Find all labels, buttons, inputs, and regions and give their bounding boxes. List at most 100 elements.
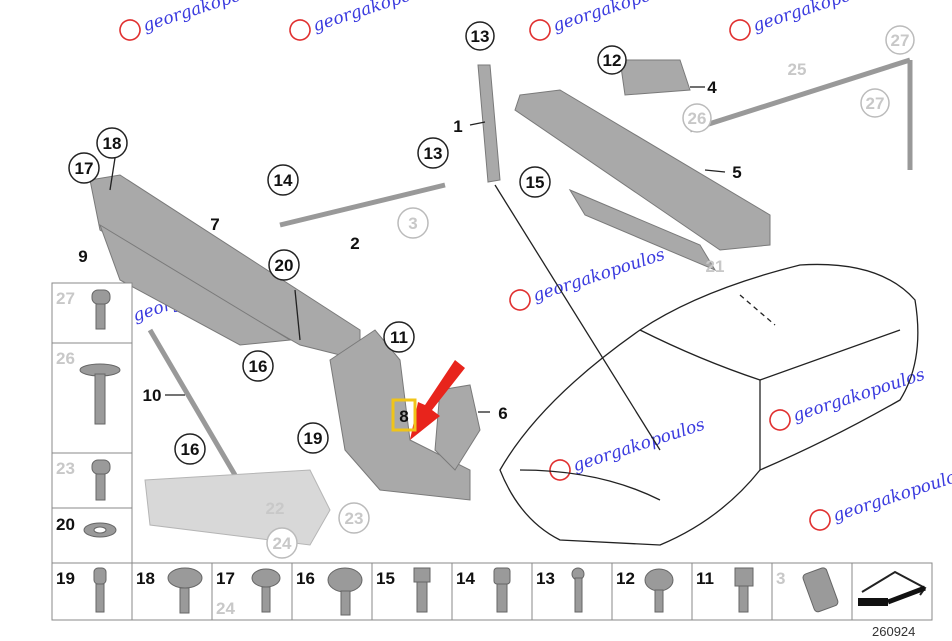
svg-text:georgakopoulos: georgakopoulos: [551, 0, 688, 36]
callouts: 13 1 12 4 25 27 26 27 13 15 5 14 18 17 3…: [68, 21, 915, 559]
svg-text:georgakopoulos: georgakopoulos: [791, 365, 928, 427]
callout-6: 6: [498, 404, 507, 423]
strut-rod: [147, 64, 501, 477]
fastener-label: 26: [56, 349, 75, 368]
svg-text:18: 18: [103, 134, 122, 153]
fastener-label: 11: [696, 569, 714, 588]
fastener-label: 17: [216, 569, 235, 588]
svg-text:16: 16: [249, 357, 268, 376]
next-page-arrow-icon[interactable]: [858, 570, 927, 606]
svg-text:25: 25: [788, 60, 807, 79]
callout-15: 15: [519, 166, 551, 198]
lower-bracket: [144, 469, 331, 546]
fastener-label: 20: [56, 515, 75, 534]
callout-3: 3: [397, 207, 429, 239]
left-fastener-column: 27 26 23 20: [51, 282, 133, 564]
callout-12: 12: [597, 45, 627, 75]
svg-text:12: 12: [603, 51, 622, 70]
callout-25: 25: [788, 60, 807, 79]
svg-text:27: 27: [866, 94, 885, 113]
svg-text:9: 9: [78, 247, 87, 266]
fastener-label: 24: [216, 599, 235, 618]
watermark: georgakopoulos: [509, 245, 668, 311]
upper-support-rail: [514, 57, 913, 272]
svg-text:georgakopoulos: georgakopoulos: [311, 0, 448, 36]
watermark: georgakopoulos: [729, 0, 888, 41]
svg-text:16: 16: [181, 440, 200, 459]
callout-23: 23: [338, 502, 370, 534]
callout-13b: 13: [417, 137, 449, 169]
svg-text:7: 7: [210, 215, 219, 234]
watermark: georgakopoulos: [289, 0, 448, 41]
svg-text:23: 23: [345, 509, 364, 528]
diagram-code: 260924: [872, 624, 915, 639]
callout-13: 13: [465, 21, 495, 51]
watermark: georgakopoulos: [529, 0, 688, 41]
callout-5: 5: [732, 163, 741, 182]
callout-14: 14: [267, 164, 299, 196]
svg-text:georgakopoulos: georgakopoulos: [141, 0, 278, 36]
fastener-label: 19: [56, 569, 75, 588]
svg-text:22: 22: [266, 499, 285, 518]
callout-7: 7: [210, 215, 219, 234]
fastener-label: 13: [536, 569, 555, 588]
fastener-label: 3: [776, 569, 785, 588]
svg-text:4: 4: [707, 78, 717, 97]
fastener-label: 23: [56, 459, 75, 478]
svg-text:10: 10: [143, 386, 162, 405]
callout-27a: 27: [885, 25, 915, 55]
svg-text:georgakopoulos: georgakopoulos: [571, 415, 708, 477]
callout-18: 18: [96, 127, 128, 159]
callout-4: 4: [707, 78, 717, 97]
callout-8: 8: [399, 407, 408, 426]
highlight-arrow: [410, 360, 465, 440]
watermark: georgakopoulos: [119, 0, 278, 41]
watermark: georgakopoulos: [769, 365, 928, 431]
callout-1: 1: [453, 117, 462, 136]
svg-text:3: 3: [408, 214, 417, 233]
callout-20: 20: [268, 249, 300, 281]
fastener-label: 12: [616, 569, 635, 588]
leader-lines: [109, 86, 776, 451]
svg-text:15: 15: [526, 173, 545, 192]
fastener-label: 14: [456, 569, 475, 588]
svg-text:georgakopoulos: georgakopoulos: [831, 465, 952, 527]
callout-22: 22: [266, 499, 285, 518]
fastener-icons: [93, 567, 839, 616]
part-6-bracket: [434, 384, 481, 471]
callout-21: 21: [706, 257, 725, 276]
callout-27b: 27: [860, 88, 890, 118]
svg-text:24: 24: [273, 534, 292, 553]
callout-2: 2: [350, 234, 359, 253]
fastener-label: 18: [136, 569, 155, 588]
fastener-label: 16: [296, 569, 315, 588]
svg-text:1: 1: [453, 117, 462, 136]
callout-17: 17: [68, 152, 100, 184]
fastener-icons: [79, 289, 121, 538]
callout-26: 26: [682, 103, 712, 133]
svg-text:8: 8: [399, 407, 408, 426]
watermark: georgakopoulos: [809, 465, 952, 531]
svg-text:27: 27: [891, 31, 910, 50]
front-carrier: [89, 174, 471, 501]
svg-text:13: 13: [424, 144, 443, 163]
bottom-fastener-row: 19 18 17 24 16 15 14 13 12 11 3: [51, 562, 933, 621]
callout-11: 11: [383, 321, 415, 353]
svg-text:5: 5: [732, 163, 741, 182]
callout-10: 10: [143, 386, 162, 405]
svg-text:2: 2: [350, 234, 359, 253]
fastener-label: 27: [56, 289, 75, 308]
callout-19: 19: [297, 422, 329, 454]
svg-text:14: 14: [274, 171, 293, 190]
svg-text:11: 11: [390, 328, 408, 347]
svg-text:13: 13: [471, 27, 490, 46]
callout-24: 24: [266, 527, 298, 559]
part-8-highlight[interactable]: [391, 398, 417, 432]
callout-9: 9: [78, 247, 87, 266]
svg-text:17: 17: [75, 159, 94, 178]
fastener-label: 15: [376, 569, 395, 588]
svg-text:21: 21: [706, 257, 725, 276]
svg-text:19: 19: [304, 429, 323, 448]
callout-16b: 16: [174, 433, 206, 465]
